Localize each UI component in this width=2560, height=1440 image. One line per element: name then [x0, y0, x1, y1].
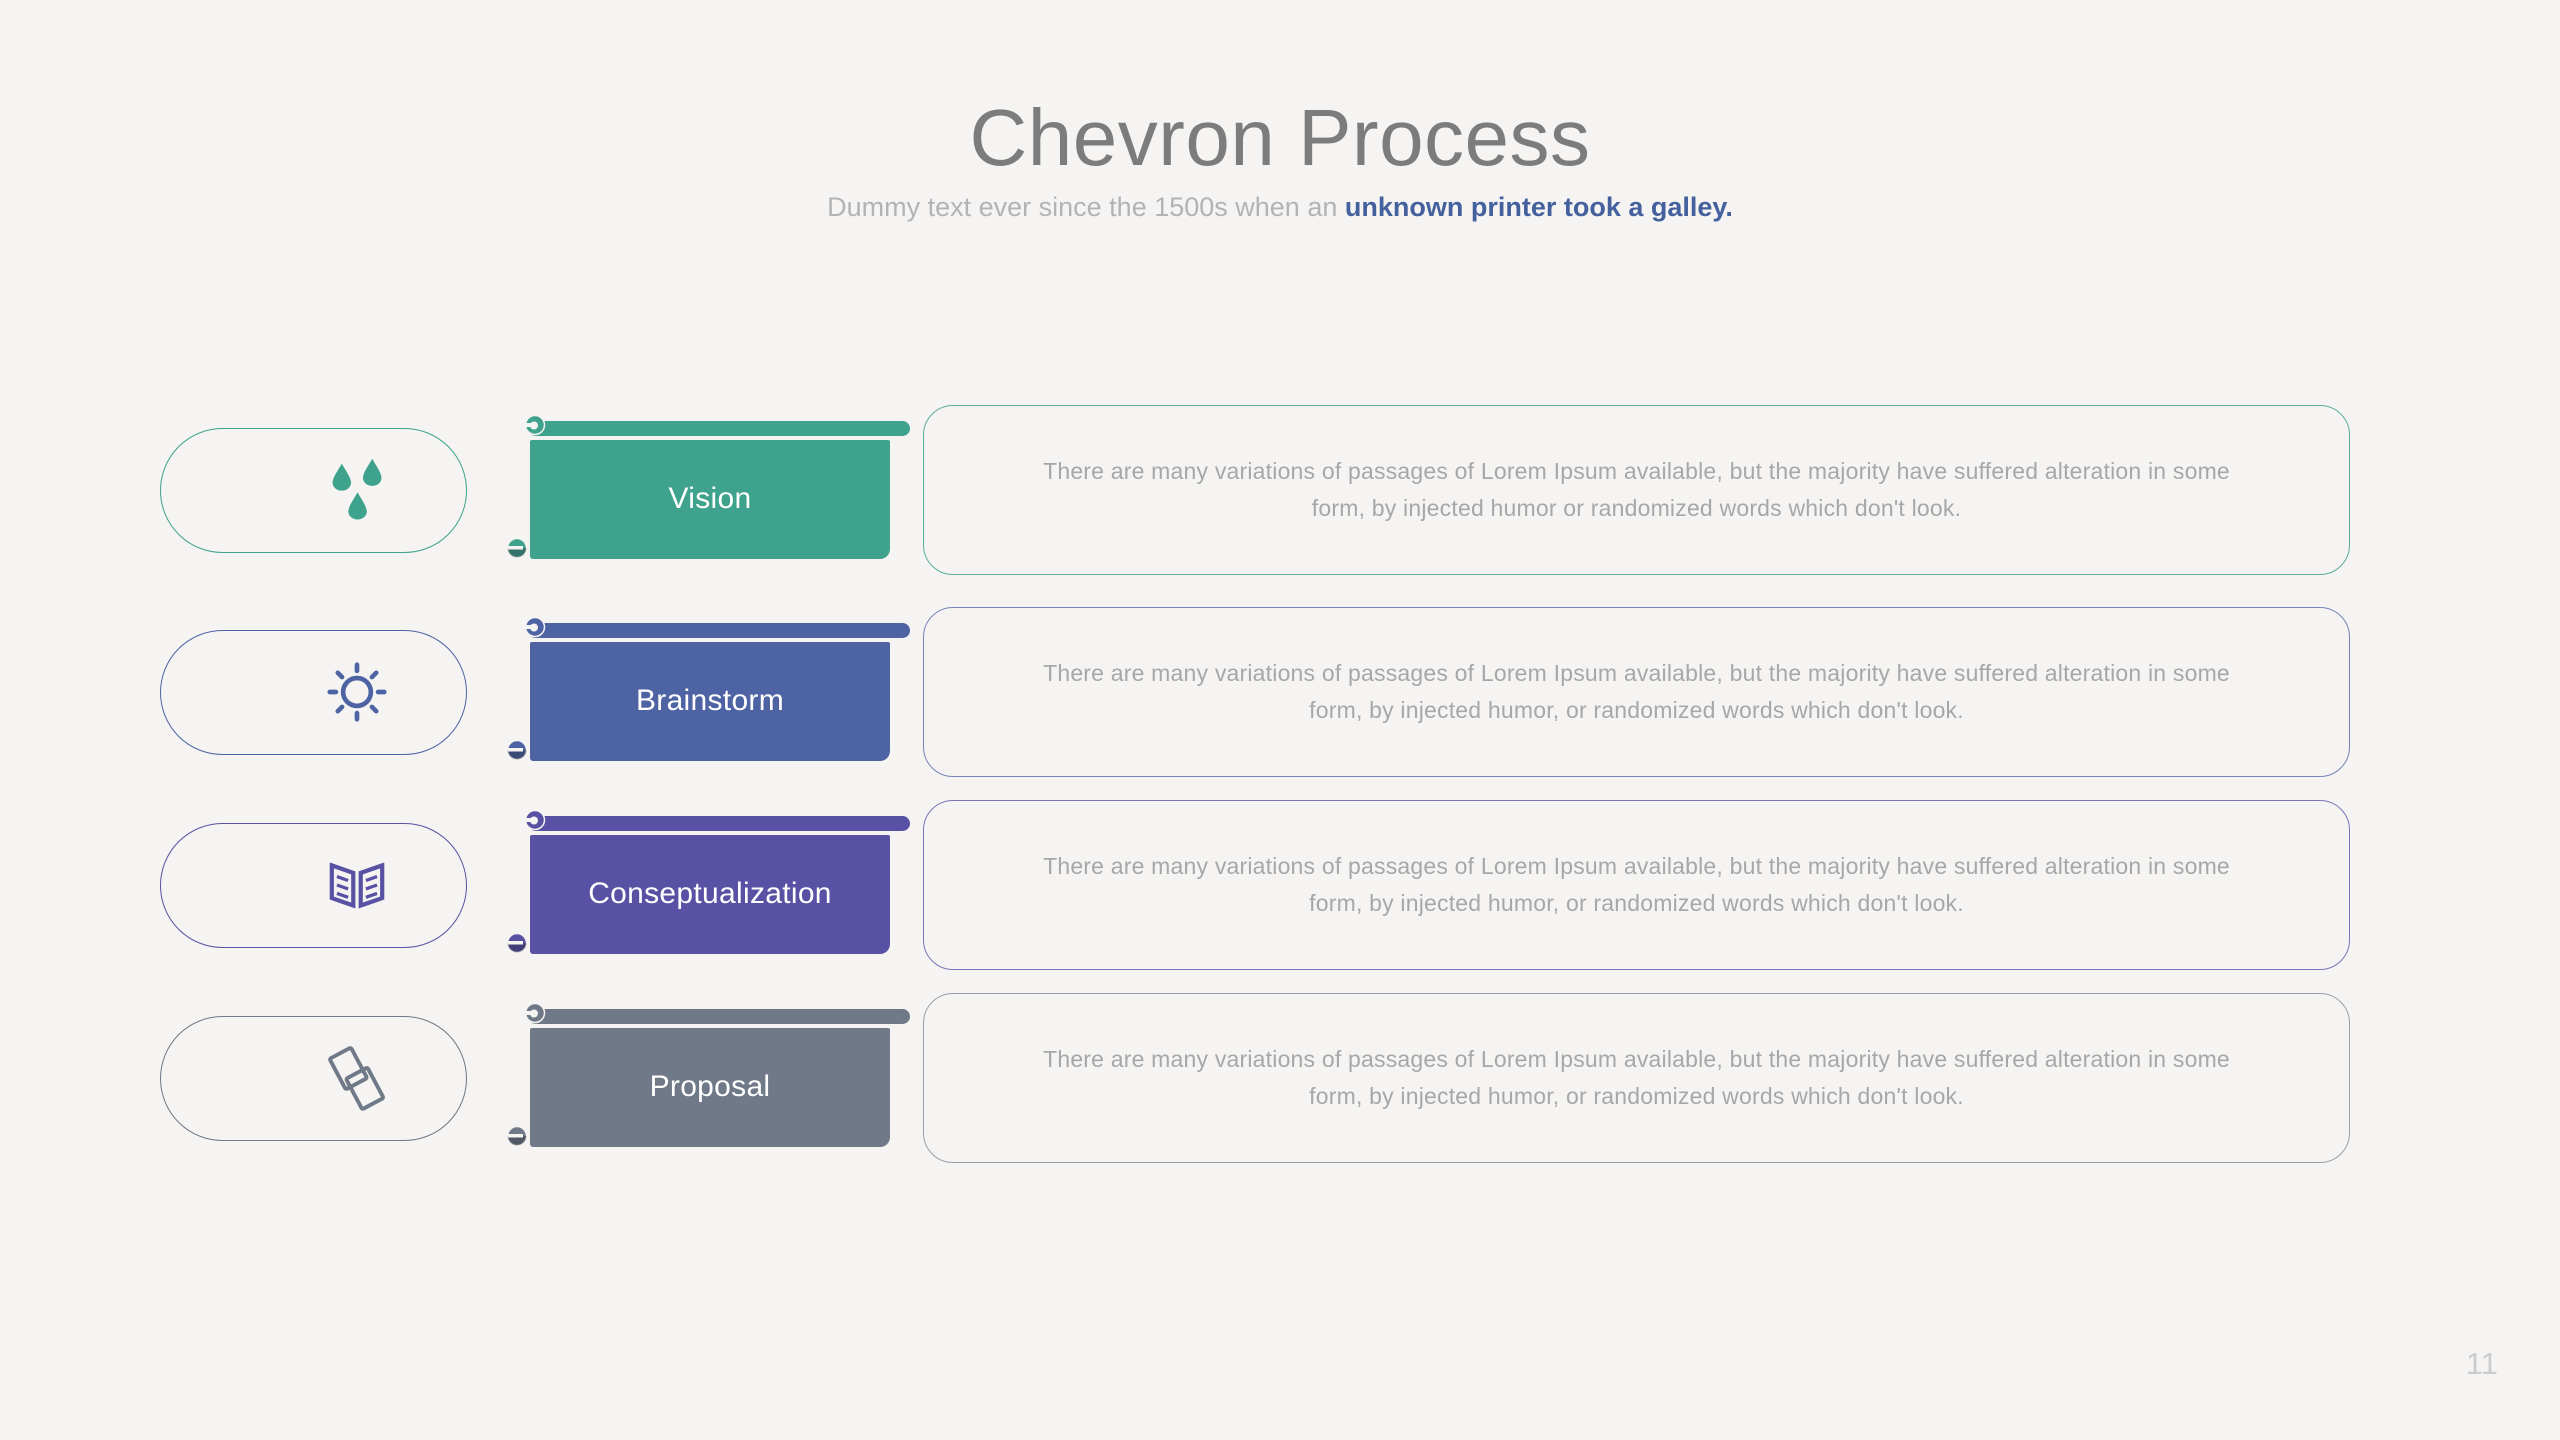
description-line-2: form, by injected humor or randomized wo… [1311, 495, 1962, 521]
sun-icon [326, 662, 387, 722]
water-drops-icon [332, 458, 381, 520]
description-box: There are many variations of passages of… [923, 993, 2350, 1163]
icon-pill [160, 427, 467, 553]
scroll-curl-bottom-icon [506, 739, 528, 760]
process-row-brainstorm: Brainstorm There are many variations of … [0, 607, 2560, 777]
scroll-ribbon: Conseptualization [506, 809, 910, 958]
description-box: There are many variations of passages of… [923, 405, 2350, 575]
description-line-1: There are many variations of passages of… [1043, 660, 2230, 686]
description-text: There are many variations of passages of… [924, 1041, 2349, 1115]
overlapping-cards-icon [327, 1046, 385, 1111]
scroll-ribbon: Vision [506, 414, 910, 563]
scroll-curl-top-icon [524, 414, 546, 435]
description-line-2: form, by injected humor, or randomized w… [1309, 697, 1964, 723]
description-text: There are many variations of passages of… [924, 848, 2349, 922]
scroll-body: Vision [530, 439, 890, 559]
step-label: Vision [668, 482, 752, 515]
scroll-body: Conseptualization [530, 834, 890, 954]
description-line-1: There are many variations of passages of… [1043, 853, 2230, 879]
scroll-ribbon: Brainstorm [506, 616, 910, 765]
open-book-icon [329, 862, 384, 909]
scroll-body: Proposal [530, 1027, 890, 1147]
description-line-1: There are many variations of passages of… [1043, 1046, 2230, 1072]
slide-header: Chevron Process Dummy text ever since th… [0, 96, 2560, 223]
scroll-curl-top-icon [524, 809, 546, 830]
icon-pill [160, 629, 467, 755]
step-label: Brainstorm [635, 684, 785, 717]
scroll-curl-top-icon [524, 1002, 546, 1023]
scroll-body: Brainstorm [530, 641, 890, 761]
scroll-top-roll [528, 622, 910, 638]
icon-pill [160, 822, 467, 948]
scroll-curl-bottom-icon [506, 1125, 528, 1146]
scroll-curl-bottom-icon [506, 932, 528, 953]
description-text: There are many variations of passages of… [924, 655, 2349, 729]
process-row-vision: Vision There are many variations of pass… [0, 405, 2560, 575]
scroll-top-roll [528, 1008, 910, 1024]
description-line-2: form, by injected humor, or randomized w… [1309, 890, 1964, 916]
slide-subtitle: Dummy text ever since the 1500s when an … [0, 192, 2560, 223]
subtitle-emphasis-text: unknown printer took a galley. [1344, 192, 1733, 222]
page-number: 11 [2465, 1346, 2498, 1381]
process-rows: Vision There are many variations of pass… [0, 405, 2560, 1163]
subtitle-plain-text: Dummy text ever since the 1500s when an [827, 192, 1345, 222]
scroll-curl-top-icon [524, 616, 546, 637]
description-box: There are many variations of passages of… [923, 800, 2350, 970]
process-row-conseptualization: Conseptualization There are many variati… [0, 800, 2560, 970]
step-label: Proposal [649, 1070, 771, 1103]
icon-pill [160, 1015, 467, 1141]
description-box: There are many variations of passages of… [923, 607, 2350, 777]
process-row-proposal: Proposal There are many variations of pa… [0, 993, 2560, 1163]
scroll-top-roll [528, 815, 910, 831]
description-text: There are many variations of passages of… [924, 453, 2349, 527]
scroll-ribbon: Proposal [506, 1002, 910, 1151]
page-title: Chevron Process [969, 93, 1591, 182]
scroll-curl-bottom-icon [506, 537, 528, 558]
scroll-top-roll [528, 420, 910, 436]
description-line-2: form, by injected humor, or randomized w… [1309, 1083, 1964, 1109]
description-line-1: There are many variations of passages of… [1043, 458, 2230, 484]
step-label: Conseptualization [588, 877, 832, 910]
